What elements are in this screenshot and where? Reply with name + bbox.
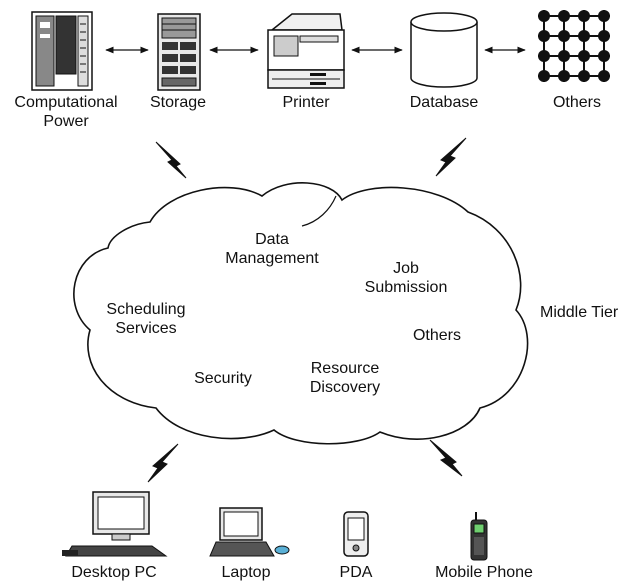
grid-node [538, 10, 550, 22]
grid-node [578, 50, 590, 62]
grid-node [598, 10, 610, 22]
database-cylinder-icon [410, 12, 478, 88]
pda-label: PDA [339, 564, 373, 581]
data-management-label: Data Management [225, 231, 319, 267]
grid-node [558, 30, 570, 42]
middle-tier-label: Middle Tier [540, 304, 619, 321]
others-service-label: Others [412, 327, 461, 344]
server-rack-icon [31, 11, 93, 91]
laptop-label: Laptop [221, 564, 271, 581]
grid-node [598, 50, 610, 62]
middle-tier-cloud [73, 182, 529, 445]
job-submission-label: Job Submission [364, 260, 448, 296]
database-label: Database [409, 94, 479, 111]
lightning-bolt-icon [429, 439, 463, 477]
resource-discovery-label: Resource Discovery [309, 360, 381, 396]
grid-node [558, 10, 570, 22]
printer-icon [267, 13, 345, 89]
others-resource-label: Others [552, 94, 601, 111]
printer-label: Printer [282, 94, 330, 111]
pda-icon [343, 511, 369, 557]
storage-label: Storage [149, 94, 207, 111]
computational-power-label: Computational Power [14, 94, 118, 130]
grid-node [578, 10, 590, 22]
grid-node [558, 50, 570, 62]
scheduling-services-label: Scheduling Services [106, 301, 186, 337]
grid-node [598, 30, 610, 42]
storage-unit-icon [157, 13, 201, 91]
grid-node [578, 70, 590, 82]
grid-network-icon [538, 10, 610, 82]
grid-node [578, 30, 590, 42]
security-label: Security [194, 370, 252, 387]
laptop-icon [209, 507, 290, 557]
grid-node [538, 50, 550, 62]
grid-node [558, 70, 570, 82]
grid-node [538, 30, 550, 42]
mobile-phone-label: Mobile Phone [435, 564, 533, 581]
mobile-phone-icon [470, 512, 488, 561]
lightning-bolt-icon [435, 137, 467, 177]
lightning-bolt-icon [147, 443, 179, 483]
desktop-pc-label: Desktop PC [71, 564, 157, 581]
grid-node [538, 70, 550, 82]
desktop-computer-icon [62, 491, 168, 557]
grid-node [598, 70, 610, 82]
lightning-bolt-icon [155, 141, 187, 179]
